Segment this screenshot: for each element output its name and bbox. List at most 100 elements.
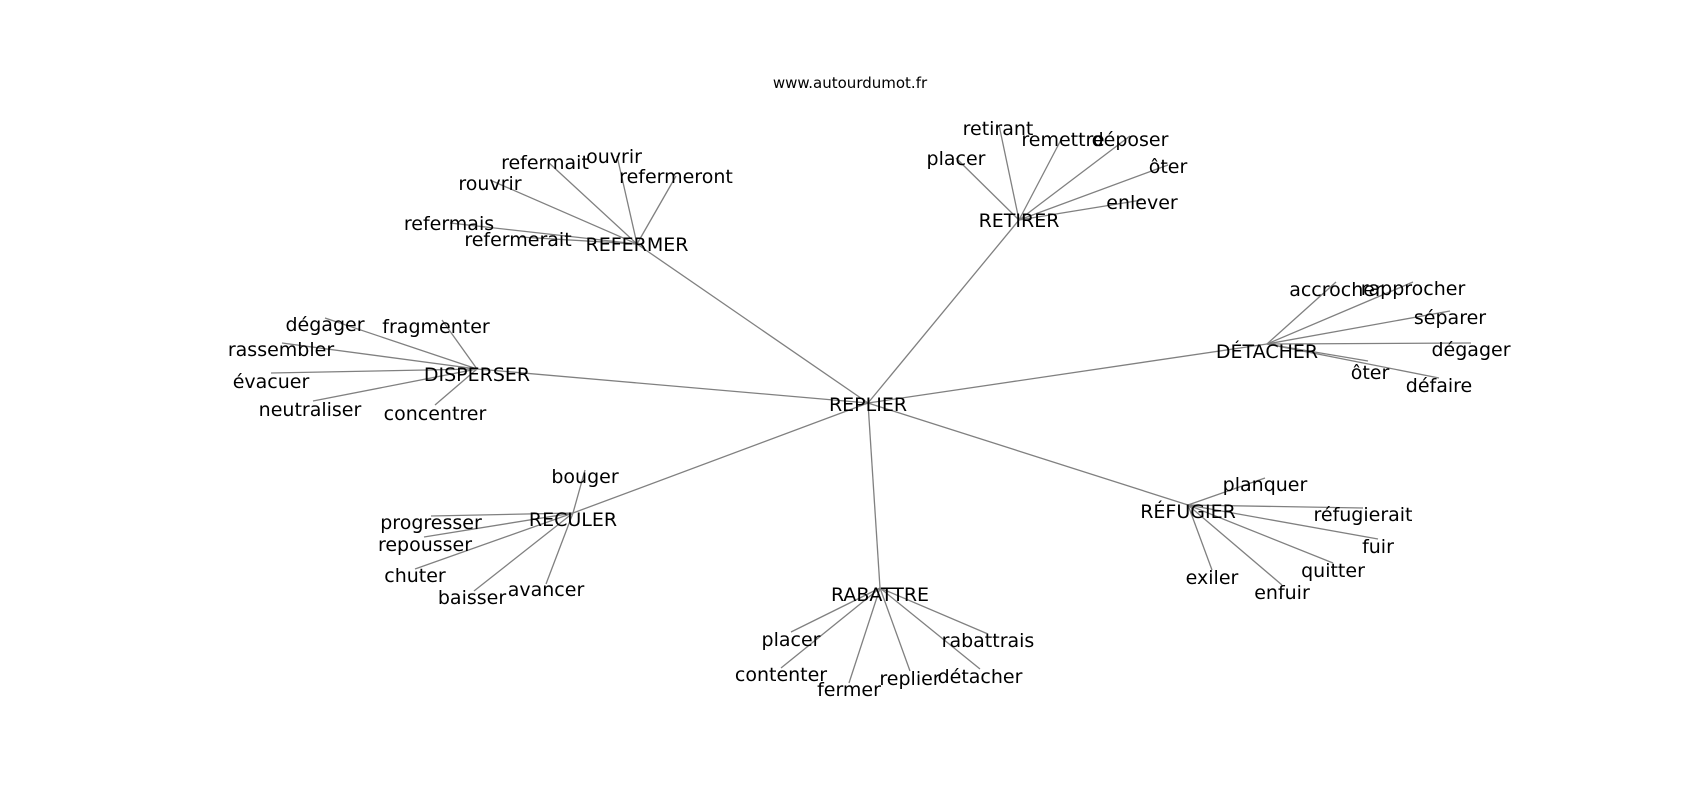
word-node-reculer-baisser: baisser: [438, 587, 506, 609]
word-node-detacher-accrocher: accrocher: [1289, 279, 1383, 301]
word-node-refermer-refermais: refermais: [404, 213, 494, 235]
word-node-disperser-neutraliser: neutraliser: [259, 399, 362, 421]
word-node-retirer-enlever: enlever: [1106, 192, 1178, 214]
word-node-detacher-oter: ôter: [1351, 362, 1390, 384]
edge-retirer-deposer: [1018, 135, 1131, 221]
edge-refugier-quitter: [1187, 504, 1334, 564]
word-node-refugier-refugierait: réfugierait: [1313, 504, 1412, 526]
edge-refugier-exiler: [1187, 504, 1213, 571]
word-node-rabattre-replier: replier: [879, 668, 940, 690]
word-node-refermer-refermeront: refermeront: [619, 166, 733, 188]
edge-rabattre-detacher: [879, 587, 981, 670]
word-node-detacher-separer: séparer: [1414, 307, 1486, 329]
word-node-reculer-bouger: bouger: [551, 466, 618, 488]
edge-replier-rabattre: [867, 402, 881, 589]
edge-rabattre-fermer: [848, 587, 881, 684]
word-node-disperser-rassembler: rassembler: [228, 339, 334, 361]
edge-retirer-oter: [1018, 164, 1169, 221]
edge-refermer-refermeront: [636, 175, 677, 245]
word-node-rabattre-rabattrais: rabattrais: [942, 630, 1035, 652]
hub-node-detacher: DÉTACHER: [1216, 340, 1318, 363]
word-node-refermer-refermait: refermait: [501, 152, 589, 174]
word-node-rabattre-fermer: fermer: [817, 679, 881, 701]
word-node-retirer-retirant: retirant: [963, 118, 1034, 140]
edge-detacher-defaire: [1266, 343, 1440, 379]
edge-replier-disperser: [476, 368, 869, 404]
edge-disperser-degager: [324, 317, 478, 370]
edge-refugier-refugierait: [1187, 504, 1364, 509]
edge-disperser-neutraliser: [312, 368, 478, 402]
word-node-rabattre-detacher: détacher: [938, 666, 1023, 688]
edge-disperser-evacuer: [270, 368, 478, 374]
edge-replier-refugier: [867, 402, 1189, 506]
edge-refermer-refermait: [547, 161, 638, 245]
word-node-disperser-evacuer: évacuer: [233, 371, 310, 393]
edge-refugier-planquer: [1187, 477, 1266, 506]
word-node-refermer-refermerait: refermerait: [464, 229, 571, 251]
edge-detacher-accrocher: [1266, 281, 1337, 345]
edge-replier-refermer: [636, 243, 869, 404]
edge-refugier-fuir: [1187, 504, 1379, 540]
edge-retirer-placer: [955, 157, 1020, 221]
edge-reculer-chuter: [414, 512, 574, 570]
site-url: www.autourdumot.fr: [773, 74, 928, 92]
edge-reculer-repousser: [423, 512, 574, 538]
hub-node-retirer: RETIRER: [979, 210, 1060, 232]
edge-reculer-baisser: [473, 512, 574, 592]
word-node-rabattre-placer: placer: [762, 629, 821, 651]
edge-disperser-fragmenter: [441, 319, 478, 370]
word-node-refugier-quitter: quitter: [1301, 560, 1365, 582]
word-node-disperser-degager: dégager: [285, 314, 364, 336]
graph-labels: www.autourdumot.fr refermaitouvrirreferm…: [228, 74, 1511, 701]
word-node-retirer-remettre: remettre: [1021, 129, 1104, 151]
edge-reculer-progresser: [430, 512, 574, 517]
hub-node-disperser: DISPERSER: [424, 364, 530, 386]
word-node-refermer-rouvrir: rouvrir: [458, 173, 521, 195]
edge-replier-retirer: [867, 219, 1020, 404]
word-node-refugier-enfuir: enfuir: [1254, 582, 1310, 604]
word-node-reculer-avancer: avancer: [508, 579, 585, 601]
word-node-rabattre-contenter: contenter: [735, 664, 827, 686]
edge-detacher-rapprocher: [1266, 281, 1414, 345]
word-node-retirer-placer: placer: [927, 148, 986, 170]
edge-refermer-ouvrir: [616, 155, 638, 245]
word-node-detacher-rapprocher: rapprocher: [1361, 278, 1466, 300]
edge-detacher-degager: [1266, 342, 1472, 345]
hub-node-refugier: RÉFUGIER: [1140, 500, 1236, 523]
word-node-detacher-defaire: défaire: [1406, 375, 1472, 397]
edge-reculer-avancer: [545, 512, 574, 585]
edge-retirer-remettre: [1018, 135, 1064, 221]
word-node-reculer-chuter: chuter: [384, 565, 446, 587]
edge-refermer-refermais: [449, 222, 638, 245]
word-node-reculer-progresser: progresser: [380, 512, 482, 534]
edge-rabattre-replier: [879, 587, 911, 672]
center-node-replier: REPLIER: [829, 394, 907, 416]
word-node-retirer-deposer: déposer: [1092, 129, 1169, 151]
word-node-disperser-fragmenter: fragmenter: [382, 316, 490, 338]
word-node-refugier-planquer: planquer: [1223, 474, 1308, 496]
word-node-retirer-oter: ôter: [1149, 156, 1188, 178]
edge-replier-reculer: [572, 402, 869, 514]
edge-rabattre-contenter: [780, 587, 881, 669]
word-node-refugier-fuir: fuir: [1362, 536, 1394, 558]
hub-node-rabattre: RABATTRE: [831, 584, 929, 606]
edge-rabattre-rabattrais: [879, 587, 989, 635]
edge-reculer-bouger: [572, 469, 586, 514]
word-node-detacher-degager: dégager: [1431, 339, 1510, 361]
edge-refugier-enfuir: [1187, 504, 1283, 586]
edge-disperser-concentrer: [434, 368, 478, 406]
edge-rabattre-placer: [790, 587, 881, 633]
edge-refermer-refermerait: [519, 236, 638, 245]
word-node-reculer-repousser: repousser: [378, 534, 472, 556]
hub-node-refermer: REFERMER: [586, 234, 689, 256]
edge-disperser-rassembler: [281, 342, 478, 370]
graph-edges: [270, 124, 1472, 684]
edge-refermer-rouvrir: [489, 179, 638, 245]
edge-retirer-retirant: [998, 124, 1020, 221]
word-node-refermer-ouvrir: ouvrir: [586, 146, 642, 168]
hub-node-reculer: RECULER: [529, 509, 617, 531]
word-node-disperser-concentrer: concentrer: [384, 403, 487, 425]
edge-replier-detacher: [867, 343, 1268, 404]
word-node-refugier-exiler: exiler: [1186, 567, 1239, 589]
